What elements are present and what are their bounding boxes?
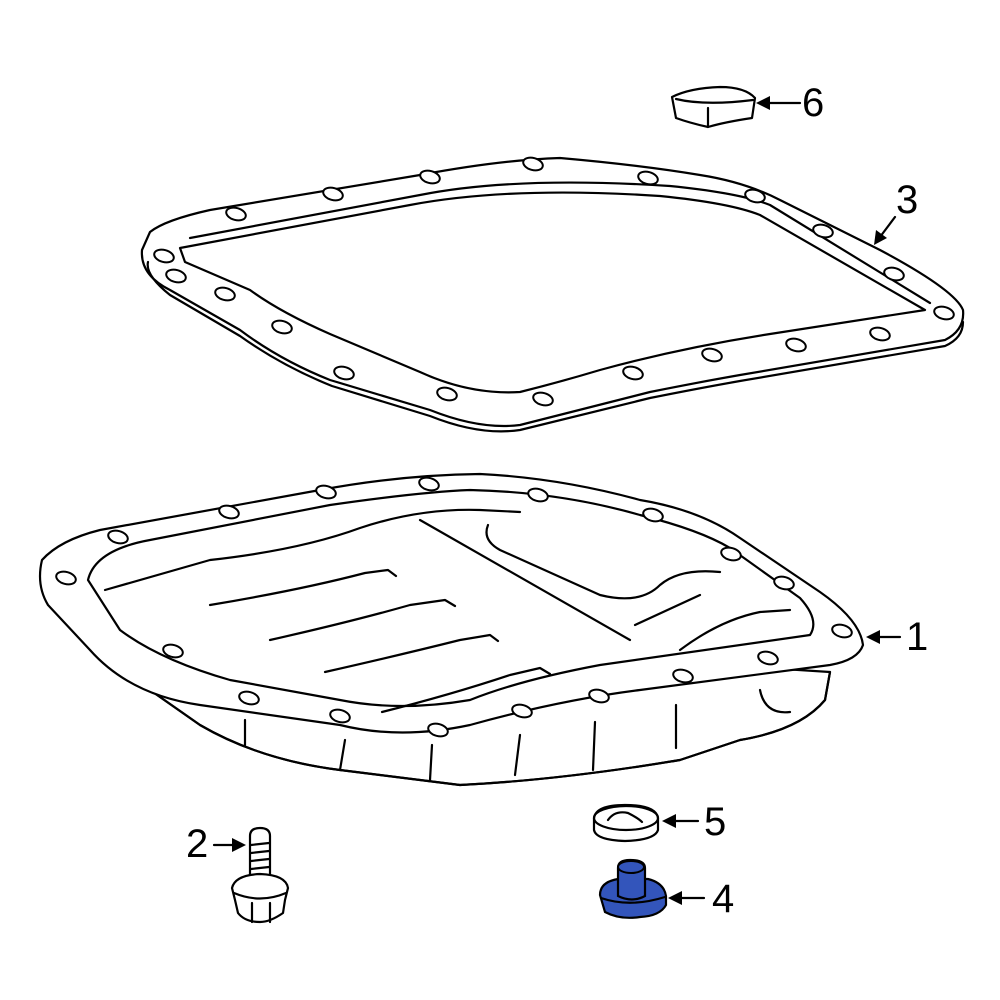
arrow-5 xyxy=(662,814,700,828)
magnet-part[interactable] xyxy=(670,85,757,129)
arrow-2 xyxy=(212,838,246,852)
drain-plug-part[interactable] xyxy=(598,858,668,919)
callout-6[interactable]: 6 xyxy=(802,81,825,125)
callout-3[interactable]: 3 xyxy=(896,178,919,222)
bolt-part[interactable] xyxy=(230,826,290,924)
arrow-3 xyxy=(874,215,897,245)
gasket-part[interactable] xyxy=(140,156,965,433)
arrow-1 xyxy=(866,630,902,644)
callout-4[interactable]: 4 xyxy=(712,877,735,921)
callout-5[interactable]: 5 xyxy=(704,800,727,844)
oil-pan-part[interactable] xyxy=(38,472,865,787)
callout-1[interactable]: 1 xyxy=(906,615,929,659)
drain-plug-gasket-part[interactable] xyxy=(592,803,660,843)
arrow-4 xyxy=(668,891,706,905)
arrow-6 xyxy=(756,96,802,110)
callout-2[interactable]: 2 xyxy=(186,822,209,866)
